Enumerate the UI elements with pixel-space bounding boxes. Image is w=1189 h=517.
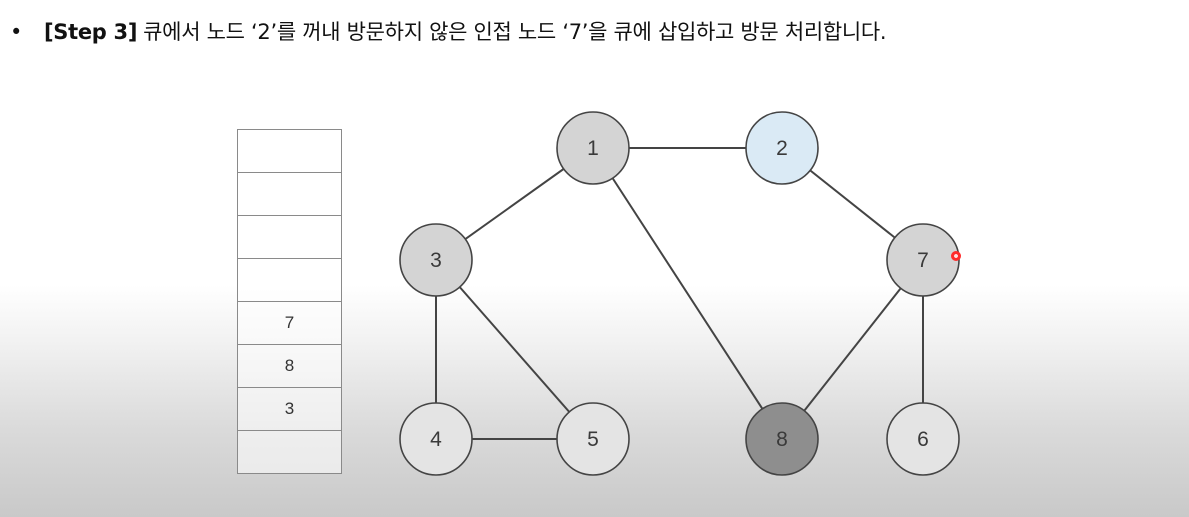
node-4: 4 bbox=[399, 402, 473, 476]
step-label: [Step 3] bbox=[44, 20, 138, 44]
node-circle bbox=[556, 111, 630, 185]
queue-cell bbox=[238, 259, 341, 302]
queue-cell bbox=[238, 173, 341, 216]
edge-3-5 bbox=[435, 259, 594, 440]
node-label: 8 bbox=[776, 428, 788, 451]
node-3: 3 bbox=[399, 223, 473, 297]
node-circle bbox=[399, 402, 473, 476]
node-circle bbox=[745, 402, 819, 476]
cursor-pointer bbox=[951, 251, 961, 261]
queue-cell bbox=[238, 216, 341, 259]
graph-nodes: 1 2 3 4 5 6 7 8 bbox=[399, 111, 960, 476]
queue-cell bbox=[238, 431, 341, 474]
node-circle bbox=[745, 111, 819, 185]
bullet: • bbox=[10, 20, 23, 44]
node-label: 7 bbox=[917, 249, 929, 272]
edge-7-8 bbox=[781, 259, 924, 440]
node-circle bbox=[886, 402, 960, 476]
node-7: 7 bbox=[886, 223, 960, 297]
node-2: 2 bbox=[745, 111, 819, 185]
node-circle bbox=[399, 223, 473, 297]
edge-1-8 bbox=[592, 147, 783, 440]
queue-cell: 7 bbox=[238, 302, 341, 345]
step-caption: • [Step 3]큐에서 노드 ‘2’를 꺼내 방문하지 않은 인접 노드 ‘7… bbox=[10, 16, 887, 46]
node-label: 2 bbox=[776, 137, 788, 160]
node-label: 4 bbox=[430, 428, 442, 451]
node-label: 6 bbox=[917, 428, 929, 451]
graph-edges bbox=[435, 147, 924, 440]
node-circle bbox=[556, 402, 630, 476]
queue: 7 8 3 bbox=[237, 129, 342, 474]
queue-cell bbox=[238, 130, 341, 173]
node-8: 8 bbox=[745, 402, 819, 476]
node-label: 5 bbox=[587, 428, 599, 451]
node-6: 6 bbox=[886, 402, 960, 476]
step-description: 큐에서 노드 ‘2’를 꺼내 방문하지 않은 인접 노드 ‘7’을 큐에 삽입하… bbox=[143, 20, 887, 44]
queue-cell: 8 bbox=[238, 345, 341, 388]
queue-cell: 3 bbox=[238, 388, 341, 431]
node-1: 1 bbox=[556, 111, 630, 185]
node-label: 1 bbox=[587, 137, 599, 160]
node-5: 5 bbox=[556, 402, 630, 476]
node-label: 3 bbox=[430, 249, 442, 272]
